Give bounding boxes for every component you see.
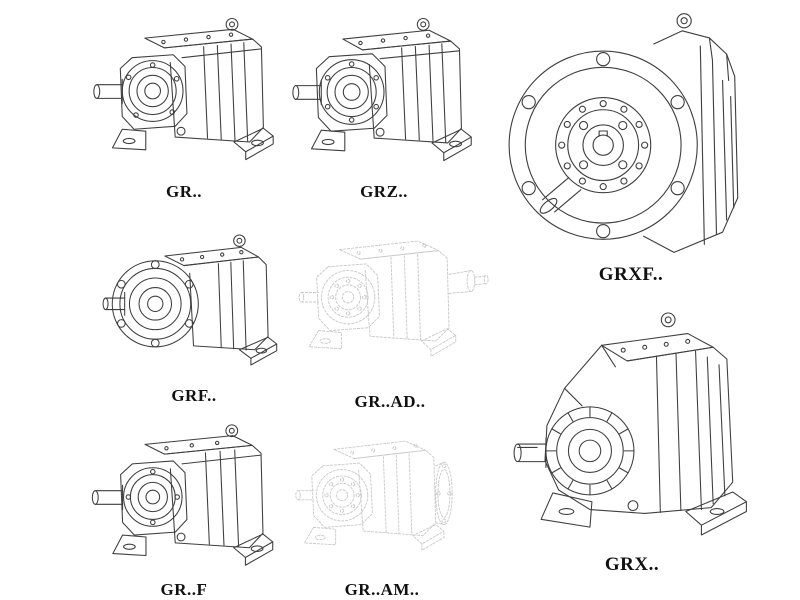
- figure-grxf: GRXF..: [502, 2, 760, 286]
- gr-f-gearbox-drawing: [91, 424, 274, 566]
- grx-gearbox-drawing: [513, 312, 747, 536]
- figure-grf: GRF..: [96, 218, 292, 406]
- figure-gr-am: GR..AM..: [284, 420, 480, 600]
- figure-gr-f: GR..F: [86, 420, 282, 600]
- figure-label-grxf: GRXF..: [598, 264, 664, 285]
- grf-gearbox-drawing: [102, 234, 278, 366]
- figure-label-gr-f: GR..F: [160, 580, 208, 599]
- grxf-gearbox-drawing: [508, 13, 739, 253]
- figure-label-grx: GRX..: [604, 554, 660, 575]
- figure-label-gr: GR..: [166, 182, 202, 201]
- gr-am-gearbox-drawing: [295, 440, 453, 551]
- figure-label-gr-am: GR..AM..: [344, 580, 420, 599]
- figure-gr: GR..: [86, 6, 282, 202]
- figure-gr-ad: GR..AD..: [290, 216, 490, 412]
- gr-ad-gearbox-drawing: [298, 240, 489, 357]
- figure-label-gr-ad: GR..AD..: [354, 392, 426, 411]
- figure-label-grf: GRF..: [171, 386, 217, 405]
- figure-label-grz: GRZ..: [360, 182, 408, 201]
- figure-grx: GRX..: [500, 298, 764, 576]
- figure-grz: GRZ..: [286, 6, 482, 202]
- grz-gearbox-drawing: [292, 17, 472, 162]
- gr-gearbox-drawing: [93, 17, 274, 161]
